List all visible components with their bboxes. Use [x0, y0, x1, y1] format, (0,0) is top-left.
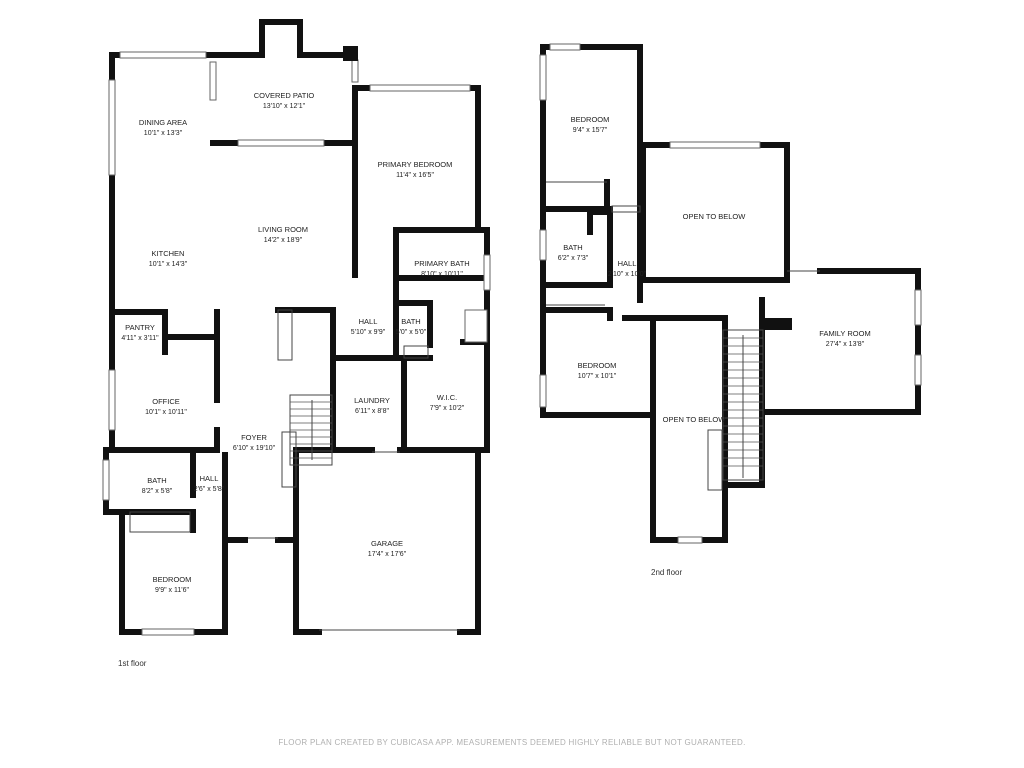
room-name: W.I.C.: [437, 393, 457, 402]
room-dining-area: DINING AREA 10'1" x 13'3": [139, 118, 187, 137]
room-name: HALL: [618, 259, 637, 268]
room-name: FAMILY ROOM: [819, 329, 870, 338]
room-foyer: FOYER 6'10" x 19'10": [233, 433, 276, 452]
room-bath: BATH 8'2" x 5'8": [142, 476, 173, 495]
room-laundry: LAUNDRY 6'11" x 8'8": [354, 396, 390, 415]
room-family-room: FAMILY ROOM 27'4" x 13'8": [819, 329, 870, 348]
room-name: BATH: [563, 243, 582, 252]
room-name: LAUNDRY: [354, 396, 390, 405]
room-name: OFFICE: [152, 397, 180, 406]
room-name: HALL: [200, 474, 219, 483]
first-floor-label: 1st floor: [118, 659, 147, 668]
first-floor-details: [102, 46, 491, 636]
room-dimensions: 6'2" x 7'3": [558, 255, 589, 262]
room-dimensions: 13'10" x 12'1": [263, 103, 306, 110]
room-open-to-below-top: OPEN TO BELOW: [683, 212, 747, 221]
room-dimensions: 2'10" x 10'0": [608, 271, 647, 278]
room-name: OPEN TO BELOW: [663, 415, 727, 424]
room-dimensions: 10'1" x 13'3": [144, 130, 183, 137]
room-hall-small: HALL 2'6" x 5'8": [194, 474, 225, 493]
room-name: GARAGE: [371, 539, 403, 548]
room-name: LIVING ROOM: [258, 225, 308, 234]
room-dimensions: 6'10" x 19'10": [233, 445, 276, 452]
room-name: PRIMARY BATH: [414, 259, 469, 268]
footer-disclaimer: FLOOR PLAN CREATED BY CUBICASA APP. MEAS…: [278, 738, 745, 747]
second-floor-label: 2nd floor: [651, 568, 682, 577]
room-hall: HALL 5'10" x 9'9": [351, 317, 386, 336]
room-dimensions: 5'10" x 9'9": [351, 329, 386, 336]
room-hall-upper: HALL 2'10" x 10'0": [608, 259, 647, 278]
room-name: FOYER: [241, 433, 267, 442]
room-dimensions: 5'0" x 5'0": [396, 329, 427, 336]
room-dimensions: 8'10" x 10'11": [421, 271, 463, 278]
room-bedroom: BEDROOM 9'9" x 11'6": [153, 575, 192, 594]
room-kitchen: KITCHEN 10'1" x 14'3": [149, 249, 188, 268]
room-name: DINING AREA: [139, 118, 187, 127]
room-bedroom-bottom: BEDROOM 10'7" x 10'1": [578, 361, 617, 380]
room-name: OPEN TO BELOW: [683, 212, 747, 221]
room-office: OFFICE 10'1" x 10'11": [145, 397, 187, 416]
room-dimensions: 10'7" x 10'1": [578, 373, 617, 380]
room-primary-bedroom: PRIMARY BEDROOM 11'4" x 16'5": [378, 160, 453, 179]
room-garage: GARAGE 17'4" x 17'6": [368, 539, 407, 558]
room-dimensions: 2'6" x 5'8": [194, 486, 225, 493]
room-living-room: LIVING ROOM 14'2" x 18'9": [258, 225, 308, 244]
room-dimensions: 10'1" x 14'3": [149, 261, 188, 268]
room-bath-small: BATH 5'0" x 5'0": [396, 317, 427, 336]
room-wic: W.I.C. 7'9" x 10'2": [430, 393, 465, 412]
room-name: BATH: [401, 317, 420, 326]
room-name: PRIMARY BEDROOM: [378, 160, 453, 169]
room-open-to-below-bottom: OPEN TO BELOW: [663, 415, 727, 424]
room-dimensions: 6'11" x 8'8": [355, 408, 389, 415]
room-bath-upper: BATH 6'2" x 7'3": [558, 243, 589, 262]
room-pantry: PANTRY 4'11" x 3'11": [121, 323, 159, 342]
first-floor-walls: [103, 19, 490, 635]
room-dimensions: 27'4" x 13'8": [826, 341, 865, 348]
room-name: HALL: [359, 317, 378, 326]
room-dimensions: 10'1" x 10'11": [145, 409, 187, 416]
room-name: BEDROOM: [571, 115, 610, 124]
room-name: COVERED PATIO: [254, 91, 315, 100]
room-dimensions: 7'9" x 10'2": [430, 405, 465, 412]
second-floor-details: [539, 43, 922, 544]
room-name: BATH: [147, 476, 166, 485]
room-name: BEDROOM: [578, 361, 617, 370]
room-primary-bath: PRIMARY BATH 8'10" x 10'11": [414, 259, 469, 278]
room-name: BEDROOM: [153, 575, 192, 584]
room-dimensions: 8'2" x 5'8": [142, 488, 173, 495]
room-name: KITCHEN: [152, 249, 185, 258]
room-dimensions: 11'4" x 16'5": [396, 172, 434, 179]
room-name: PANTRY: [125, 323, 155, 332]
room-bedroom-top: BEDROOM 9'4" x 15'7": [571, 115, 610, 134]
room-dimensions: 9'9" x 11'6": [155, 587, 189, 594]
room-dimensions: 17'4" x 17'6": [368, 551, 407, 558]
room-dimensions: 14'2" x 18'9": [264, 237, 303, 244]
room-covered-patio: COVERED PATIO 13'10" x 12'1": [254, 91, 315, 110]
room-dimensions: 9'4" x 15'7": [573, 127, 608, 134]
room-dimensions: 4'11" x 3'11": [121, 335, 159, 342]
